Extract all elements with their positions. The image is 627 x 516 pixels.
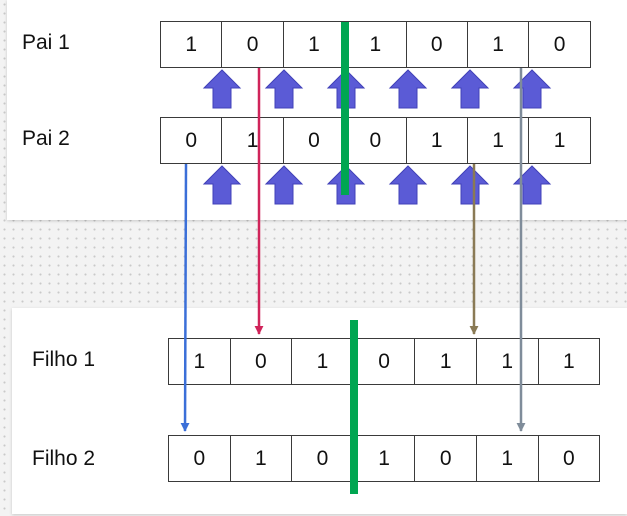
gene-cell: 0 <box>160 117 223 164</box>
gene-cell: 0 <box>282 117 346 164</box>
gene-cell: 0 <box>221 21 284 68</box>
gene-cell: 1 <box>405 117 468 164</box>
up-arrow-icon <box>388 69 428 109</box>
up-arrow-icon <box>450 69 490 109</box>
gene-cell: 1 <box>414 338 477 385</box>
up-arrow-icon <box>512 69 552 109</box>
up-arrow-icon <box>202 69 242 109</box>
up-arrow-icon <box>388 165 428 205</box>
gene-cell: 1 <box>528 117 591 164</box>
up-arrow-icon <box>264 165 304 205</box>
filho-2-label: Filho 2 <box>32 447 96 470</box>
gene-cell: 1 <box>168 338 231 385</box>
gene-cell: 0 <box>344 117 407 164</box>
filho-1-label: Filho 1 <box>32 348 96 371</box>
gene-cell: 1 <box>537 338 601 385</box>
up-arrow-icon <box>512 165 552 205</box>
pai-2-chromosome: 0 1 0 0 1 1 1 <box>160 117 591 164</box>
gene-cell: 0 <box>229 338 293 385</box>
gene-cell: 1 <box>466 117 530 164</box>
gene-cell: 1 <box>160 21 223 68</box>
pai-2-label: Pai 2 <box>22 127 70 150</box>
swap-arrows-lower <box>202 165 552 205</box>
up-arrow-icon <box>202 165 242 205</box>
gene-cell: 1 <box>229 435 293 482</box>
gene-cell: 1 <box>291 338 354 385</box>
gene-cell: 1 <box>352 435 416 482</box>
pai-1-chromosome: 1 0 1 1 0 1 0 <box>160 21 591 68</box>
gene-cell: 1 <box>282 21 346 68</box>
gene-cell: 1 <box>221 117 284 164</box>
gene-cell: 0 <box>168 435 231 482</box>
pai-1-label: Pai 1 <box>22 31 70 54</box>
up-arrow-icon <box>264 69 304 109</box>
gene-transfer-arrow-blue <box>180 163 190 432</box>
gene-cell: 1 <box>475 338 539 385</box>
swap-arrows-upper <box>202 69 552 109</box>
gene-cell: 0 <box>537 435 601 482</box>
filho-1-chromosome: 1 0 1 0 1 1 1 <box>168 338 601 385</box>
up-arrow-icon <box>450 165 490 205</box>
gene-cell: 1 <box>466 21 530 68</box>
gene-cell: 0 <box>528 21 591 68</box>
gene-cell: 0 <box>414 435 477 482</box>
filho-2-chromosome: 0 1 0 1 0 1 0 <box>168 435 601 482</box>
